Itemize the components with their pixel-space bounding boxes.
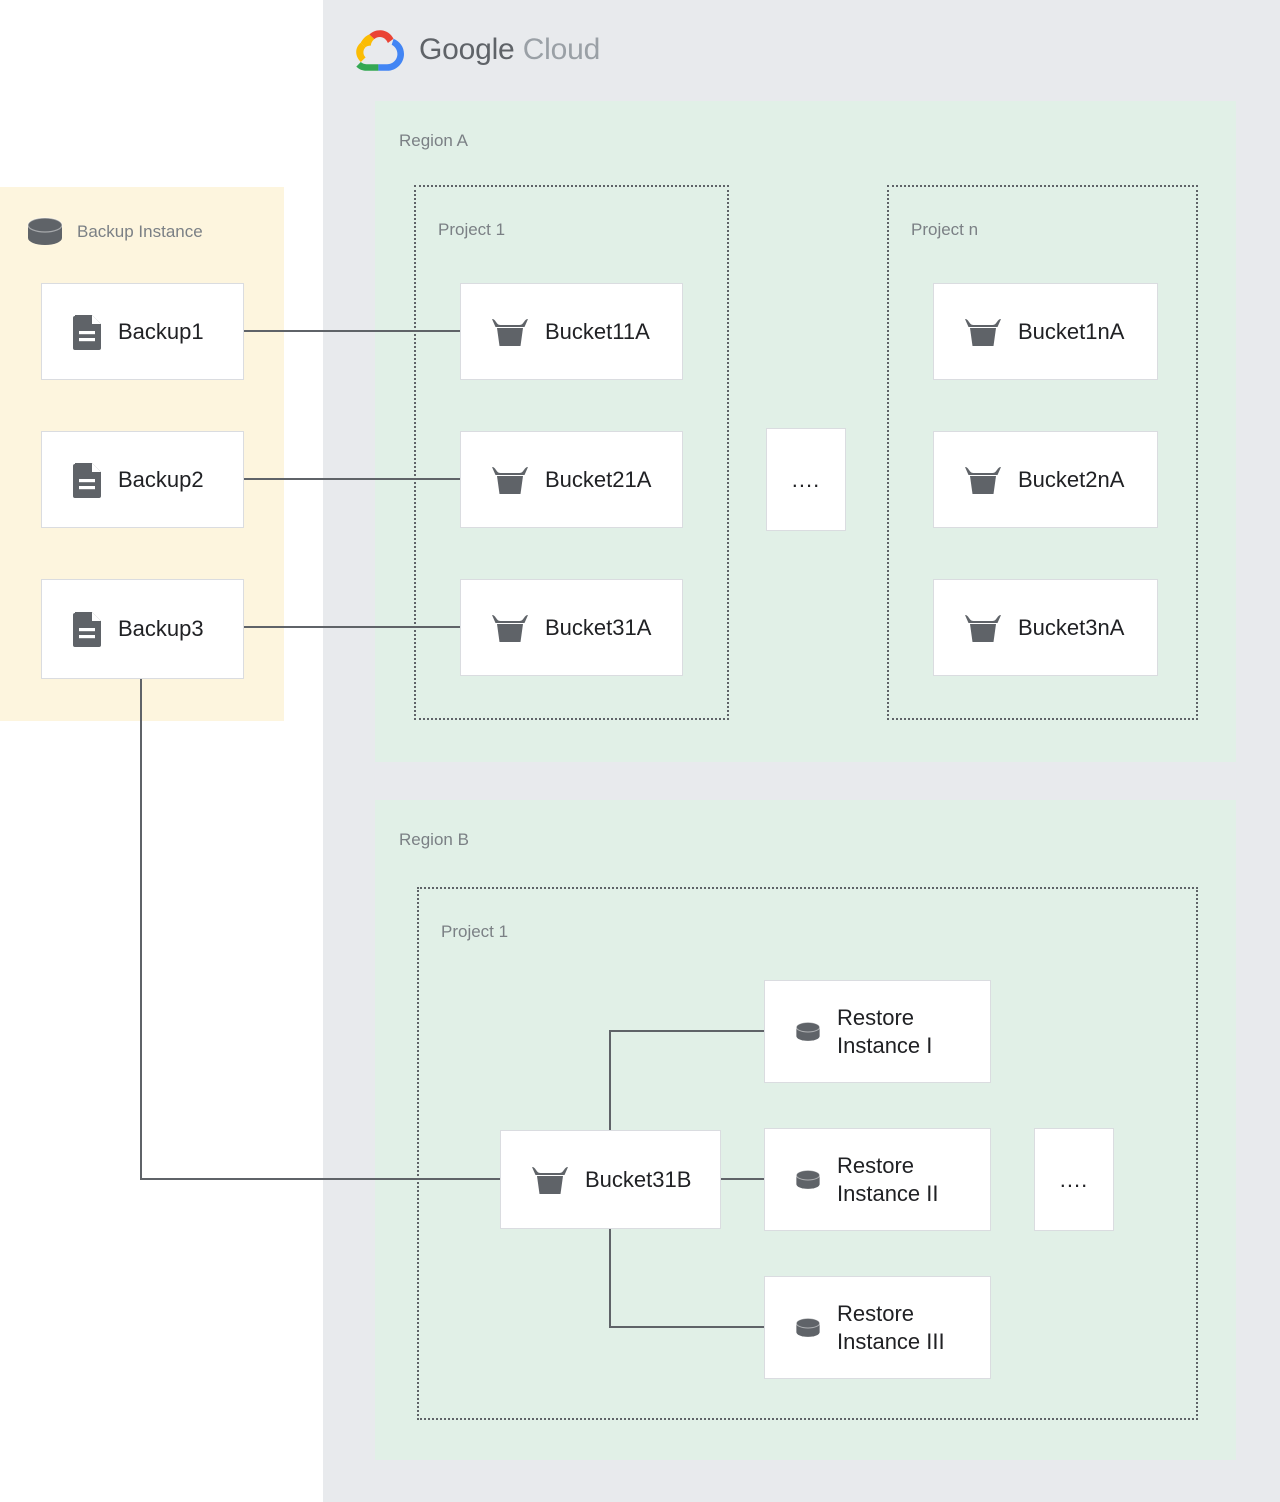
node-backup3[interactable]: Backup3 [41,579,244,679]
project-1-region-a-container: Project 1 [414,185,729,720]
node-restore-instance-3-label: Restore Instance III [837,1301,945,1354]
document-icon [73,314,101,350]
node-bucket31a-label: Bucket31A [545,614,652,640]
node-bucket31a[interactable]: Bucket31A [460,579,683,676]
project-1-region-b-label: Project 1 [441,922,509,941]
node-bucket31b[interactable]: Bucket31B [500,1130,721,1229]
brand-cloud: Cloud [522,33,601,66]
region-a-label: Region A [399,131,468,150]
storage-bucket-icon [965,318,1001,346]
database-cylinder-icon [795,1169,821,1189]
region-b-label: Region B [399,830,469,849]
database-cylinder-icon [27,217,63,245]
node-restore-instance-1[interactable]: Restore Instance I [764,980,991,1083]
node-backup1-label: Backup1 [118,318,204,344]
node-backup2-label: Backup2 [118,466,204,492]
document-icon [73,612,101,647]
storage-bucket-icon [492,318,528,346]
database-cylinder-icon [795,1021,821,1041]
node-bucket11a[interactable]: Bucket11A [460,283,683,380]
google-cloud-logo [356,30,404,71]
node-restore-instance-1-label: Restore Instance I [837,1005,933,1058]
backup-instance-title: Backup Instance [77,222,203,241]
storage-bucket-icon [492,466,528,494]
node-bucket2na-label: Bucket2nA [1018,466,1125,492]
region-a-ellipsis-label: .... [791,466,821,492]
node-bucket11a-label: Bucket11A [545,318,650,344]
project-1-region-a-label: Project 1 [438,220,506,239]
brand-google: Google [419,33,515,66]
storage-bucket-icon [492,614,528,642]
node-bucket1na[interactable]: Bucket1nA [933,283,1158,380]
document-icon [73,462,101,498]
node-bucket3na[interactable]: Bucket3nA [933,579,1158,676]
node-backup1[interactable]: Backup1 [41,283,244,380]
node-restore-instance-2[interactable]: Restore Instance II [764,1128,991,1231]
node-restore-instance-2-label: Restore Instance II [837,1153,939,1206]
node-bucket2na[interactable]: Bucket2nA [933,431,1158,528]
project-n-region-a-label: Project n [911,220,979,239]
storage-bucket-icon [532,1166,568,1194]
google-cloud-brand: Google Cloud [355,27,600,73]
node-bucket21a[interactable]: Bucket21A [460,431,683,528]
google-cloud-wordmark: Google Cloud [419,35,600,65]
project-n-region-a-container: Project n [887,185,1198,720]
node-bucket21a-label: Bucket21A [545,466,652,492]
node-bucket1na-label: Bucket1nA [1018,318,1125,344]
database-cylinder-icon [795,1317,821,1337]
node-backup3-label: Backup3 [118,616,204,642]
node-restore-instance-3[interactable]: Restore Instance III [764,1276,991,1379]
node-bucket31b-label: Bucket31B [585,1166,692,1192]
backup-instance-header: Backup Instance [26,217,203,247]
region-b-ellipsis-label: .... [1059,1166,1089,1192]
region-b-ellipsis-card: .... [1034,1128,1114,1231]
storage-bucket-icon [965,614,1001,642]
node-bucket3na-label: Bucket3nA [1018,614,1125,640]
node-backup2[interactable]: Backup2 [41,431,244,528]
region-a-ellipsis-card: .... [766,428,846,531]
storage-bucket-icon [965,466,1001,494]
